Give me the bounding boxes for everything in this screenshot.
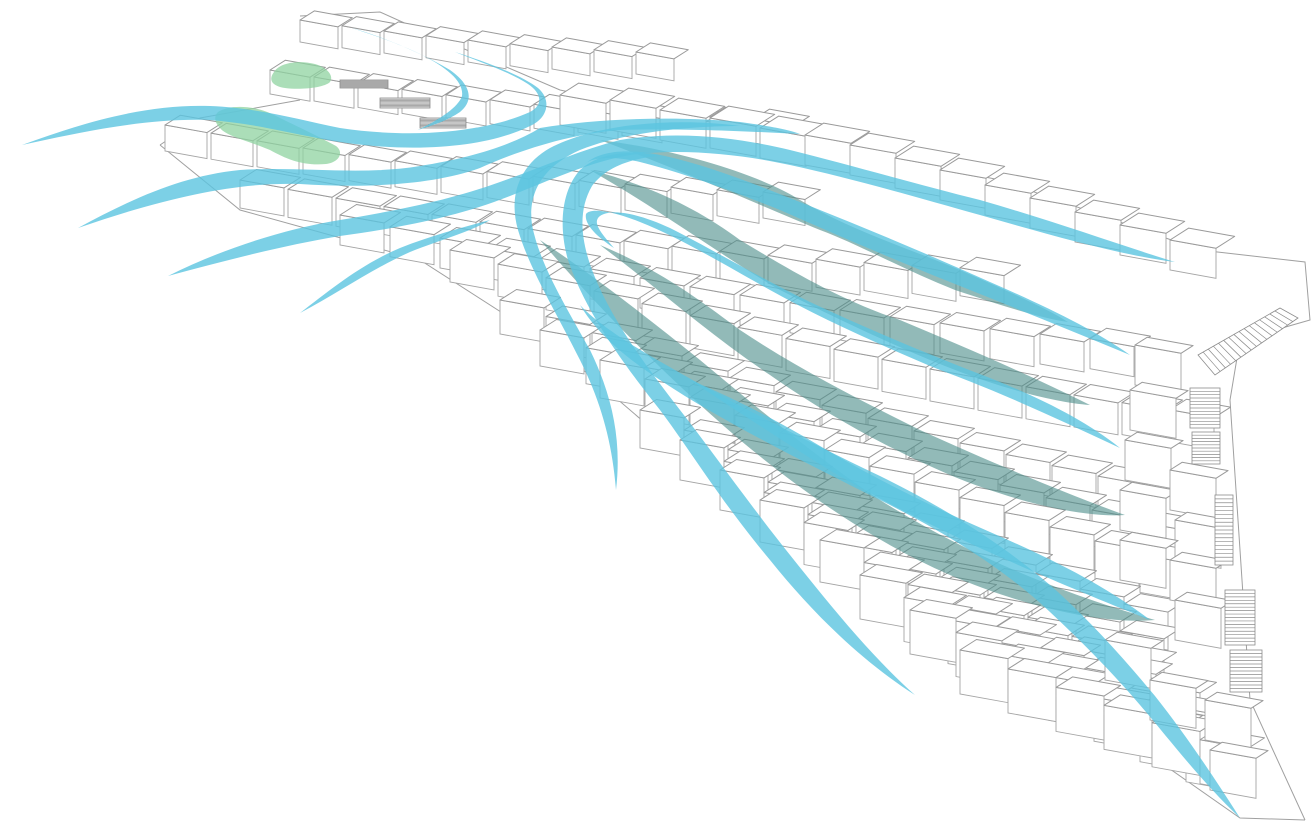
airflow-ribbon-6 bbox=[514, 122, 740, 490]
side-module bbox=[1119, 531, 1179, 589]
building-module bbox=[815, 248, 877, 296]
building-module bbox=[1049, 516, 1111, 574]
building-module bbox=[341, 16, 395, 56]
airflow-ribbon-1 bbox=[22, 52, 547, 148]
shade-ribbon-3 bbox=[600, 245, 1125, 516]
planting-patch-upper bbox=[271, 62, 332, 89]
building-module bbox=[959, 639, 1025, 704]
shade-ribbon-2 bbox=[590, 170, 1090, 405]
side-module bbox=[1209, 741, 1269, 799]
building-module bbox=[551, 37, 605, 77]
airflow-ribbon-8 bbox=[585, 210, 1120, 448]
airflow-ribbon-3 bbox=[168, 135, 1175, 276]
building-module bbox=[1007, 657, 1073, 723]
stair-block bbox=[339, 79, 389, 89]
stair-block bbox=[1197, 307, 1299, 376]
airflow-ribbon-4 bbox=[300, 220, 490, 313]
stair-blocks bbox=[339, 79, 1299, 693]
side-module bbox=[1204, 691, 1264, 749]
ridge-module bbox=[1169, 227, 1236, 279]
stair-block bbox=[1224, 589, 1256, 646]
side-module bbox=[1169, 461, 1229, 519]
building-module bbox=[467, 30, 521, 70]
building-module bbox=[593, 40, 647, 80]
side-module bbox=[1124, 431, 1184, 489]
stair-block bbox=[1214, 494, 1234, 566]
airflow-ribbon-11 bbox=[690, 380, 1150, 620]
building-module bbox=[1089, 327, 1151, 378]
building-module bbox=[1039, 323, 1101, 373]
stair-block bbox=[1229, 649, 1263, 693]
side-module bbox=[1134, 336, 1194, 394]
stair-block bbox=[1191, 431, 1221, 465]
building-module bbox=[989, 317, 1051, 368]
building-module bbox=[425, 26, 479, 66]
side-module bbox=[1119, 481, 1179, 539]
side-module bbox=[1174, 591, 1234, 649]
airflow-ribbon-2 bbox=[78, 118, 800, 228]
building-module bbox=[833, 338, 895, 390]
building-module bbox=[299, 10, 353, 50]
airflow-ribbon-10 bbox=[580, 305, 1240, 818]
blue-airflow-ribbons bbox=[22, 28, 1240, 818]
building-module bbox=[635, 42, 689, 82]
stair-block bbox=[379, 97, 431, 109]
building-module bbox=[1055, 676, 1121, 741]
building-module bbox=[449, 239, 511, 291]
stair-block bbox=[1189, 387, 1221, 429]
side-module bbox=[1129, 381, 1189, 439]
building-module bbox=[819, 529, 881, 591]
